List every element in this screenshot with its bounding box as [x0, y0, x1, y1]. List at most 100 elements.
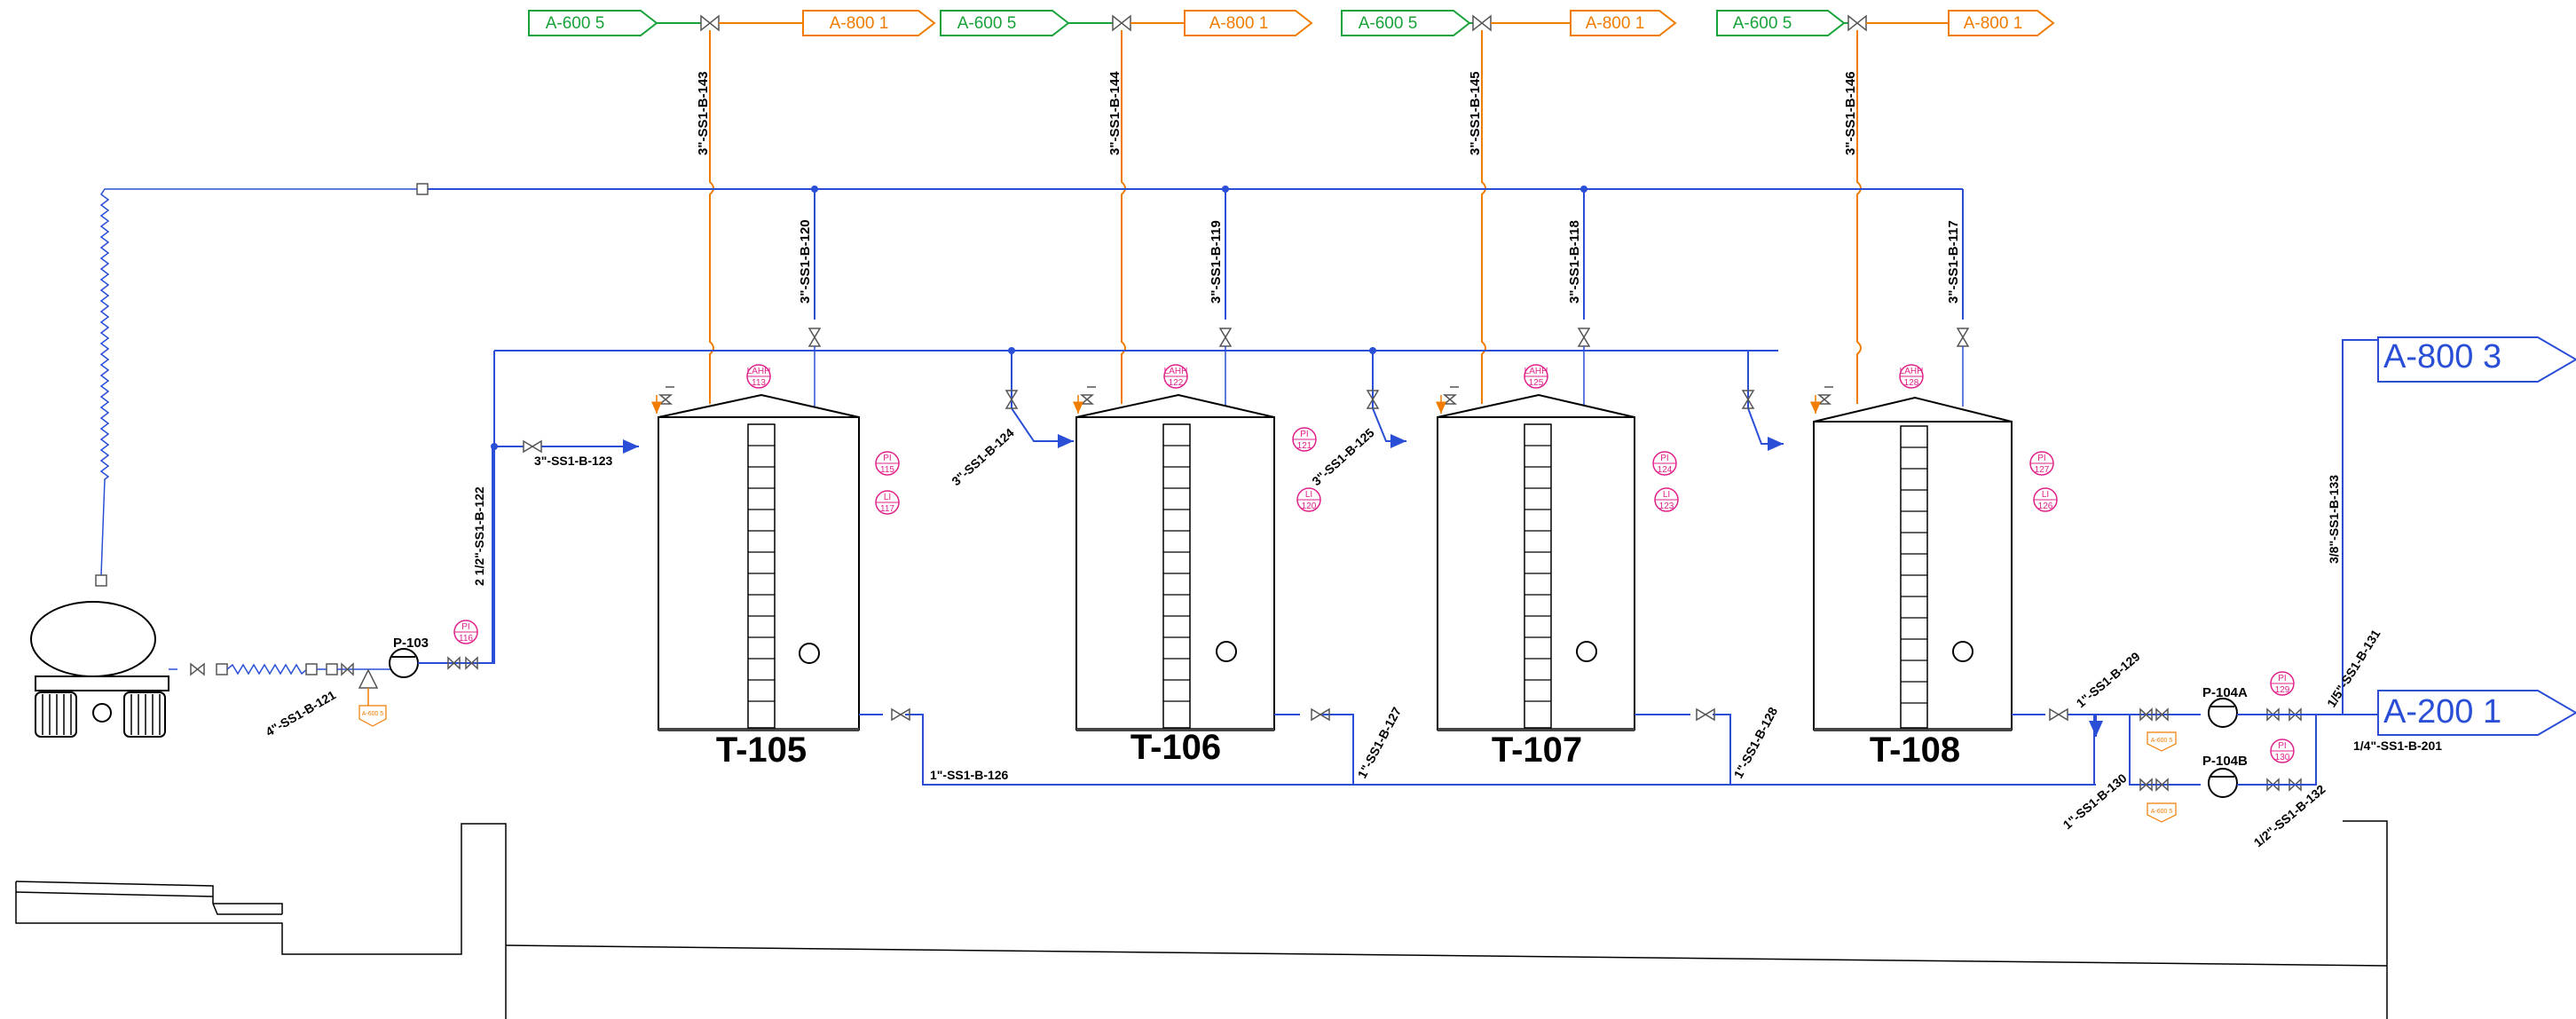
steam-header-1: A-600 5 A-800 1: [528, 10, 936, 36]
hose-connection-icon[interactable]: [416, 183, 429, 195]
tee-icon: [1369, 347, 1376, 354]
svg-text:LI: LI: [1305, 490, 1312, 500]
pump-P-104A[interactable]: P-104A: [2202, 685, 2248, 728]
vent-hose[interactable]: [99, 188, 417, 576]
gate-valve-icon[interactable]: [1577, 328, 1591, 347]
ladder-icon: [1900, 425, 1928, 729]
svg-text:A-600 5: A-600 5: [2151, 809, 2173, 815]
instrument-bubble[interactable]: PI 121: [1292, 427, 1317, 452]
offpage-connector-steam[interactable]: [1948, 10, 2055, 36]
pump-P-103[interactable]: P-103: [389, 636, 429, 678]
strainer-icon[interactable]: [326, 663, 338, 675]
offpage-connector-air[interactable]: [1716, 10, 1846, 36]
gate-valve-icon[interactable]: [891, 707, 910, 722]
vent-header: [416, 183, 1964, 320]
gate-valve-icon[interactable]: [1311, 707, 1330, 722]
strainer-icon[interactable]: [2155, 778, 2169, 792]
hose-connection-icon[interactable]: [305, 663, 318, 675]
gate-valve-icon[interactable]: [1741, 390, 1755, 409]
control-valve-icon[interactable]: [1472, 14, 1492, 32]
gate-valve-icon[interactable]: [1218, 328, 1233, 347]
svg-text:PI: PI: [1300, 430, 1308, 439]
offpage-connector-steam[interactable]: [802, 10, 936, 36]
outlet-header-line[interactable]: [859, 714, 1797, 786]
gate-valve-icon[interactable]: [2139, 707, 2153, 722]
relief-valve-icon[interactable]: [1436, 386, 1459, 414]
pump-tag: P-104B: [2202, 754, 2248, 769]
instrument-bubble[interactable]: PI 124: [1652, 451, 1677, 476]
tanker-vessel: [30, 601, 156, 677]
check-valve-icon[interactable]: [447, 656, 461, 670]
gate-valve-icon[interactable]: [523, 439, 542, 454]
gate-valve-icon[interactable]: [1366, 390, 1380, 409]
tank-T-107[interactable]: T-107: [1437, 393, 1635, 770]
unload-hose[interactable]: [226, 663, 308, 675]
instrument-bubble[interactable]: PI 130: [2270, 739, 2295, 763]
gate-valve-icon[interactable]: [465, 656, 478, 670]
check-valve-icon[interactable]: [2266, 778, 2280, 792]
offpage-label: A-600 5: [1733, 14, 1792, 33]
gate-valve-icon[interactable]: [1956, 328, 1970, 347]
fill-valves: [523, 390, 1755, 454]
header-tees: [491, 186, 1587, 450]
offpage-connector-steam[interactable]: [1184, 10, 1313, 36]
small-offpage[interactable]: A-600 5: [358, 705, 387, 727]
gate-valve-icon[interactable]: [190, 662, 205, 676]
gate-valve-icon[interactable]: [341, 662, 354, 676]
instrument-bubble[interactable]: PI 129: [2270, 671, 2295, 696]
relief-valve-icon[interactable]: [1073, 386, 1096, 414]
relief-valve-icon[interactable]: [651, 386, 674, 414]
hose-connection-icon[interactable]: [216, 663, 228, 675]
offpage-connector-air[interactable]: [1341, 10, 1471, 36]
offpage-connector-air[interactable]: [528, 10, 658, 36]
flexible-hose: [95, 188, 417, 587]
strainer-icon[interactable]: [2155, 707, 2169, 722]
gate-valve-icon[interactable]: [1696, 707, 1715, 722]
drain-valve-icon[interactable]: [358, 668, 379, 689]
offpage-label: A-200 1: [2383, 693, 2501, 731]
fill-header: [493, 350, 1784, 664]
offpage-A-800-3[interactable]: A-800 3: [2377, 336, 2576, 383]
gate-valve-icon[interactable]: [2288, 778, 2302, 792]
steam-header-2: A-600 5 A-800 1: [940, 10, 1313, 36]
instrument-bubble[interactable]: LAHH 125: [1524, 364, 1548, 389]
gate-valve-icon[interactable]: [2049, 707, 2068, 722]
tank-T-105[interactable]: T-105: [658, 393, 860, 770]
line-label: 1/4"-SS1-B-201: [2353, 739, 2442, 753]
steam-line[interactable]: [1856, 30, 1862, 404]
instrument-bubble[interactable]: LAHH 128: [1899, 364, 1924, 389]
gate-valve-icon[interactable]: [1004, 390, 1019, 409]
tank-T-108[interactable]: T-108: [1813, 396, 2013, 770]
offpage-connector-air[interactable]: [940, 10, 1070, 36]
hose-connection-icon[interactable]: [95, 574, 107, 587]
p104-offpages[interactable]: A-600 5 A-600 5: [2147, 731, 2177, 823]
gate-valve-icon[interactable]: [807, 328, 822, 347]
relief-valve-icon[interactable]: [1810, 386, 1833, 414]
line-to-A-800-3[interactable]: [2316, 339, 2378, 715]
instrument-bubble[interactable]: PI 116: [453, 620, 478, 644]
truck[interactable]: [30, 601, 169, 738]
gate-valve-icon[interactable]: [2288, 707, 2302, 722]
control-valve-icon[interactable]: [1112, 14, 1131, 32]
instrument-bubble[interactable]: LAHH 122: [1163, 364, 1188, 389]
pump-P-104B[interactable]: P-104B: [2202, 754, 2248, 798]
control-valve-icon[interactable]: [1847, 14, 1867, 32]
gate-valve-icon[interactable]: [2139, 778, 2153, 792]
instrument-bubble[interactable]: LAHH 113: [746, 364, 771, 389]
pit-wall: [2343, 820, 2388, 1019]
instrument-bubble[interactable]: PI 115: [875, 451, 900, 476]
instrument-bubble[interactable]: LI 120: [1296, 487, 1321, 512]
check-valve-icon[interactable]: [2266, 707, 2280, 722]
instrument-bubble[interactable]: LI 117: [875, 490, 900, 515]
tank-T-106[interactable]: T-106: [1075, 393, 1275, 767]
control-valve-icon[interactable]: [700, 14, 720, 32]
tank-name: T-105: [716, 731, 807, 770]
offpage-connector-steam[interactable]: [1570, 10, 1677, 36]
slab-line: [505, 944, 2388, 967]
offpage-A-200-1[interactable]: A-200 1: [2377, 690, 2576, 736]
instrument-bubble[interactable]: LI 123: [1654, 487, 1679, 512]
instrument-bubble[interactable]: LI 126: [2033, 487, 2058, 512]
tee-icon: [811, 186, 818, 193]
instrument-bubble[interactable]: PI 127: [2029, 451, 2054, 476]
svg-text:123: 123: [1659, 502, 1674, 511]
